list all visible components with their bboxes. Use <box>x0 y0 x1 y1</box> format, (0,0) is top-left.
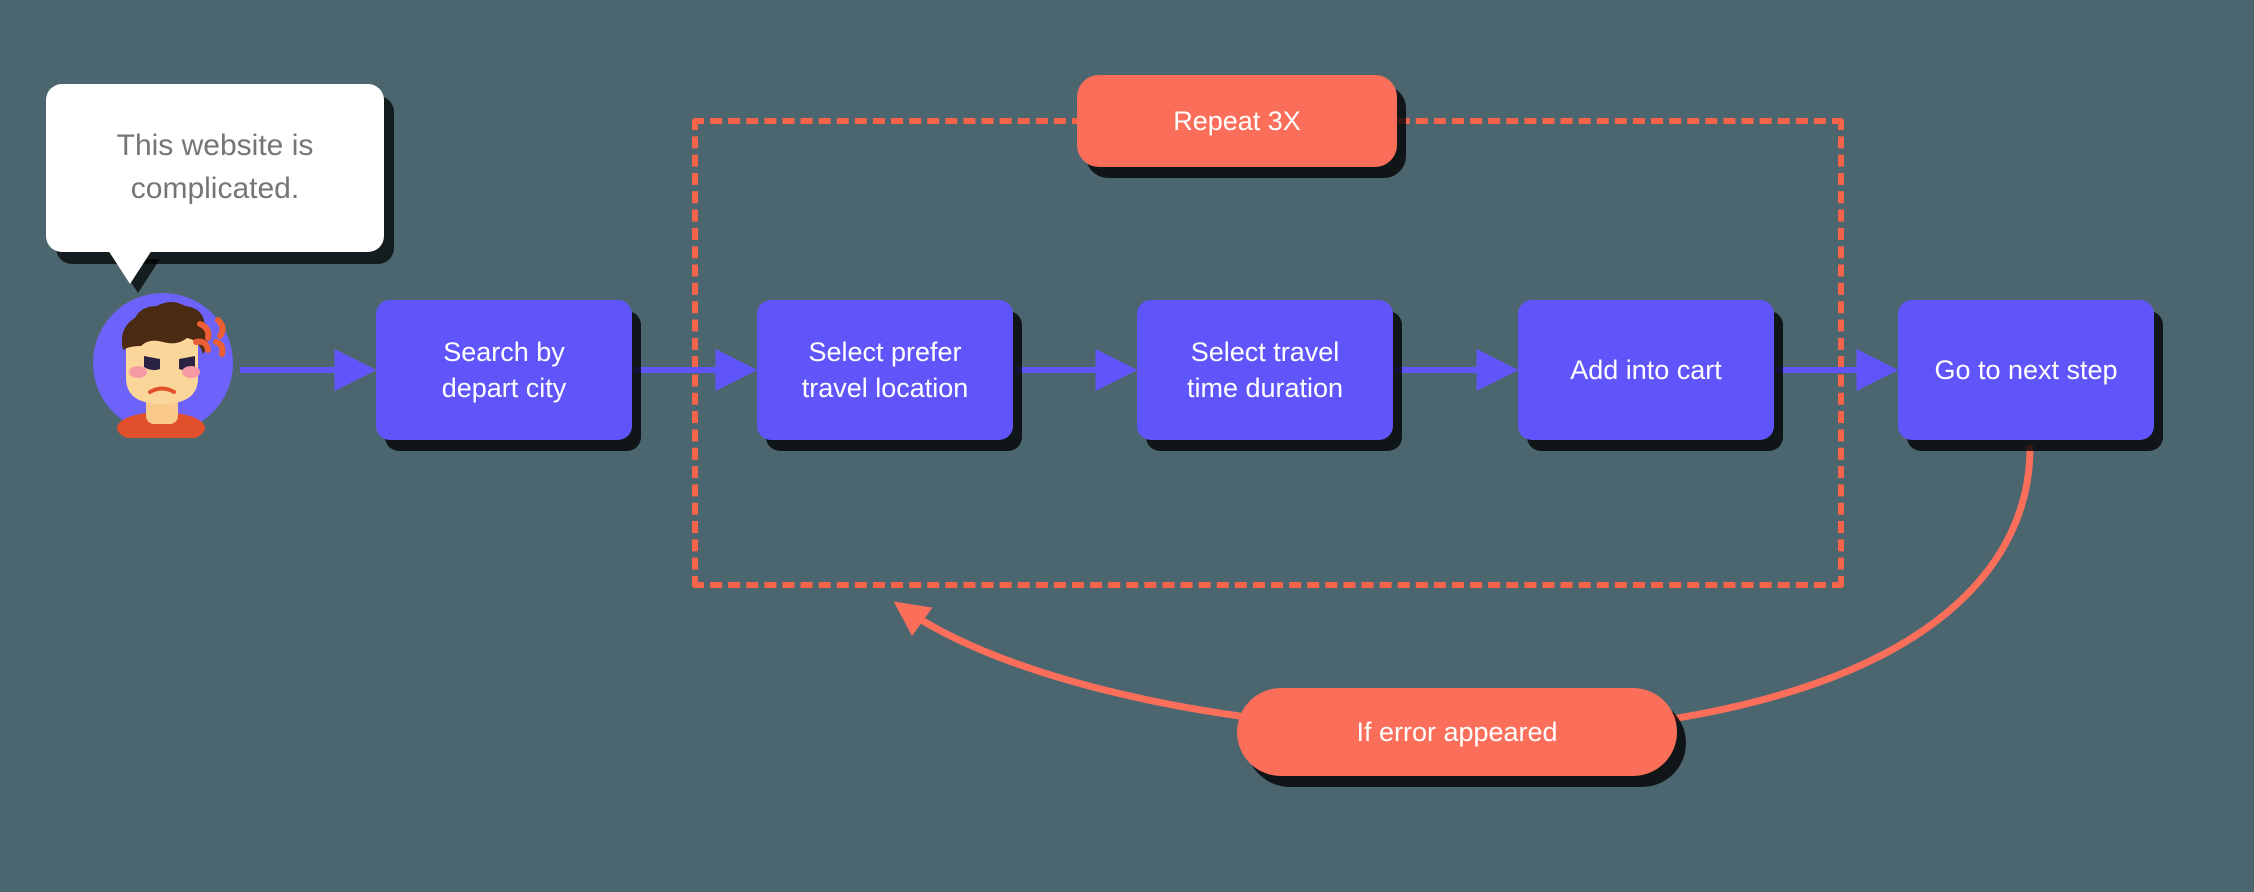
step-label: Go to next step <box>1934 354 2118 385</box>
step-select-prefer-travel-location[interactable]: Select prefer travel location <box>757 300 1013 440</box>
step-label: Select travel time duration <box>1186 336 1344 403</box>
error-badge-label: If error appeared <box>1356 716 1558 747</box>
speech-bubble-text: This website is complicated. <box>116 129 314 205</box>
avatar-eye-left <box>144 356 160 371</box>
avatar-anger-marks <box>193 317 226 357</box>
repeat-badge-label: Repeat 3X <box>1173 105 1301 136</box>
error-badge[interactable]: If error appeared <box>1237 688 1677 776</box>
step-label: Search by depart city <box>441 336 567 403</box>
step-select-travel-time-duration[interactable]: Select travel time duration <box>1137 300 1393 440</box>
frustrated-user-avatar <box>93 293 233 438</box>
avatar-cheek-left <box>129 366 147 378</box>
avatar-shirt <box>117 412 205 438</box>
step-label: Select prefer travel location <box>801 336 969 403</box>
repeat-badge[interactable]: Repeat 3X <box>1077 75 1397 167</box>
avatar-frown-mouth <box>148 386 176 394</box>
step-add-into-cart[interactable]: Add into cart <box>1518 300 1774 440</box>
speech-bubble-tail <box>108 250 152 284</box>
step-label: Add into cart <box>1570 354 1722 385</box>
step-search-by-depart-city[interactable]: Search by depart city <box>376 300 632 440</box>
speech-bubble: This website is complicated. <box>46 84 384 252</box>
avatar-hair <box>121 302 208 354</box>
avatar-cheek-right <box>182 366 200 378</box>
step-go-to-next-step[interactable]: Go to next step <box>1898 300 2154 440</box>
